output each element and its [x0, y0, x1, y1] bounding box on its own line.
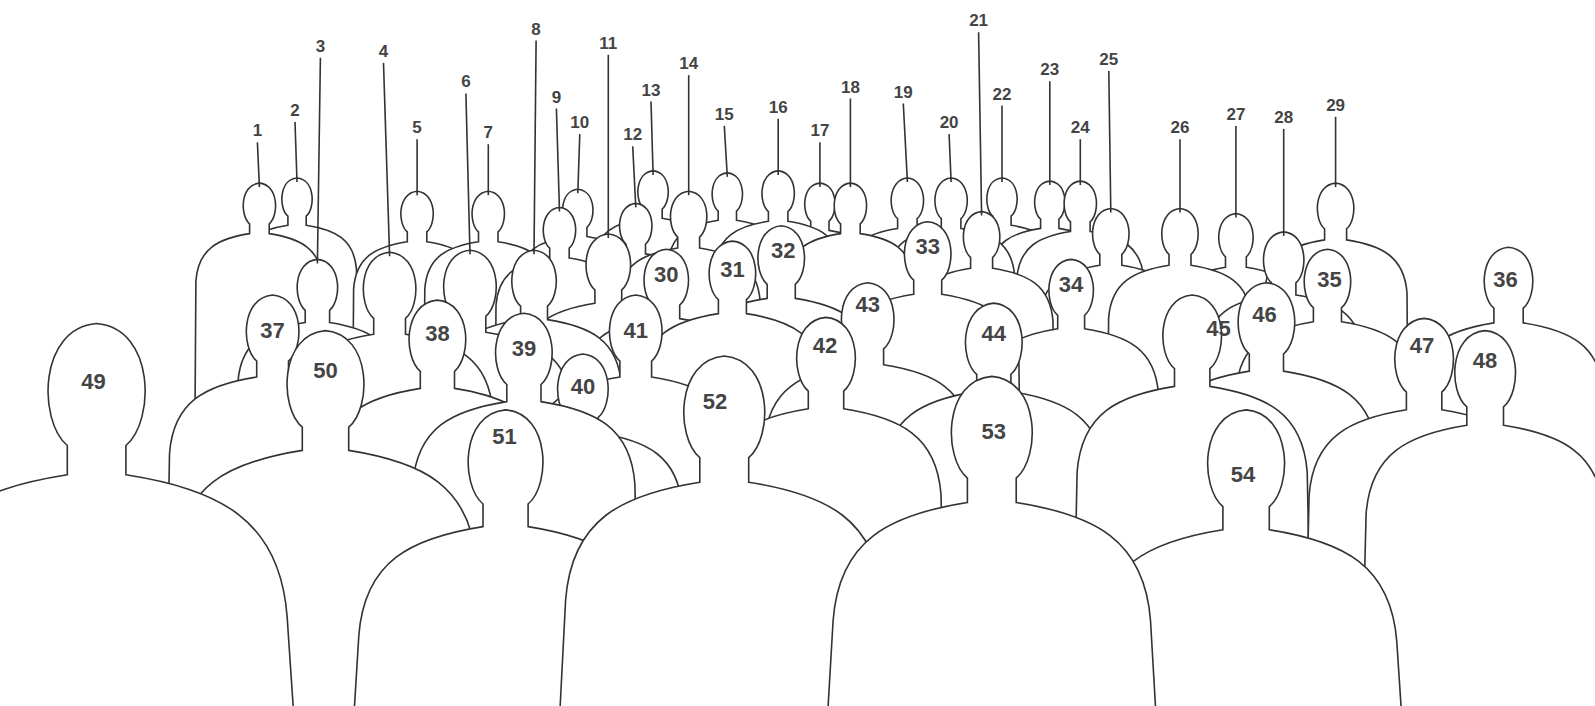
callout-number: 34 — [1059, 274, 1083, 296]
callout-number: 24 — [1071, 119, 1090, 136]
leader-line — [1335, 117, 1337, 187]
callout-number: 1 — [253, 122, 262, 139]
callout-number: 33 — [915, 236, 939, 258]
callout-number: 29 — [1326, 96, 1345, 113]
leader-line — [1283, 129, 1285, 236]
callout-number: 46 — [1252, 304, 1276, 326]
callout-number: 53 — [982, 421, 1006, 443]
leader-line — [724, 126, 727, 177]
leader-line — [534, 41, 536, 255]
leader-line — [1179, 139, 1181, 212]
leader-line — [578, 134, 580, 193]
callout-number: 10 — [570, 114, 589, 131]
callout-number: 23 — [1040, 61, 1059, 78]
callout-number: 40 — [571, 376, 595, 398]
callout-number: 14 — [679, 55, 698, 72]
leader-line — [688, 75, 690, 195]
callout-number: 49 — [81, 371, 105, 393]
callout-number: 12 — [623, 126, 642, 143]
callout-number: 30 — [654, 264, 678, 286]
callout-number: 38 — [425, 323, 449, 345]
callout-number: 13 — [642, 81, 661, 98]
callout-number: 15 — [715, 105, 734, 122]
callout-number: 6 — [461, 73, 470, 90]
callout-number: 37 — [260, 320, 284, 342]
callout-number: 45 — [1206, 318, 1230, 340]
callout-number: 2 — [290, 101, 299, 118]
callout-number: 18 — [841, 78, 860, 95]
leader-line — [949, 134, 951, 182]
callout-number: 51 — [492, 426, 516, 448]
callout-number: 32 — [771, 240, 795, 262]
person-silhouette — [0, 324, 297, 706]
callout-number: 26 — [1171, 119, 1190, 136]
leader-line — [317, 58, 320, 264]
callout-number: 36 — [1493, 269, 1517, 291]
callout-number: 47 — [1410, 335, 1434, 357]
callout-number: 20 — [940, 114, 959, 131]
callout-number: 25 — [1099, 51, 1118, 68]
callout-number: 39 — [512, 338, 536, 360]
leader-line — [556, 109, 559, 212]
leader-line — [416, 139, 418, 195]
leader-line — [651, 102, 653, 175]
callout-number: 31 — [720, 259, 744, 281]
leader-line — [384, 63, 390, 256]
callout-number: 41 — [624, 320, 648, 342]
leader-line — [1001, 106, 1003, 182]
leader-line — [633, 146, 636, 207]
callout-number: 19 — [894, 83, 913, 100]
callout-number: 28 — [1274, 109, 1293, 126]
callout-number: 7 — [484, 124, 493, 141]
leader-line — [979, 32, 982, 215]
callout-number: 44 — [982, 323, 1006, 345]
callout-number: 42 — [813, 335, 837, 357]
leader-line — [295, 122, 297, 182]
callout-number: 27 — [1226, 105, 1245, 122]
callout-number: 48 — [1473, 350, 1497, 372]
leader-line — [819, 142, 821, 187]
leader-line — [607, 55, 609, 238]
callout-number: 5 — [412, 119, 421, 136]
person-silhouette — [825, 376, 1159, 706]
callout-number: 21 — [969, 12, 988, 29]
leader-line — [1109, 71, 1111, 213]
leader-line — [850, 99, 852, 188]
leader-line — [777, 119, 779, 175]
callout-number: 16 — [769, 98, 788, 115]
callout-number: 8 — [531, 20, 540, 37]
leader-line — [903, 104, 907, 183]
leader-line — [257, 142, 259, 187]
callout-number: 22 — [993, 85, 1012, 102]
callout-number: 17 — [810, 122, 829, 139]
leader-line — [1235, 126, 1237, 218]
leader-line — [487, 144, 489, 195]
callout-number: 43 — [855, 294, 879, 316]
leader-line — [1049, 81, 1051, 185]
leader-line — [1080, 139, 1082, 185]
callout-number: 3 — [316, 37, 325, 54]
leader-line — [466, 93, 470, 254]
callout-number: 52 — [703, 391, 727, 413]
callout-number: 54 — [1231, 464, 1255, 486]
callout-number: 9 — [552, 88, 561, 105]
callout-number: 35 — [1317, 269, 1341, 291]
callout-number: 50 — [313, 360, 337, 382]
callout-number: 11 — [599, 34, 617, 51]
callout-number: 4 — [379, 42, 388, 59]
